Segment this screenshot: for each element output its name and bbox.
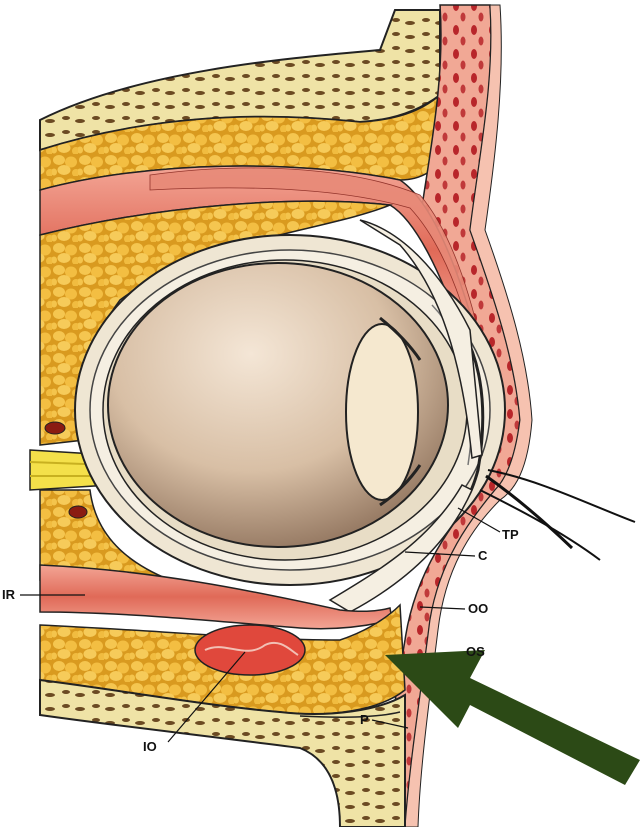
leader-line-c (404, 551, 476, 557)
label-tp: TP (502, 527, 519, 542)
periosteum (299, 711, 401, 718)
label-oo: OO (468, 601, 489, 616)
label-ir: IR (2, 587, 15, 602)
ciliary-body-upper (379, 316, 422, 361)
tarsal-plate-upper (359, 219, 483, 459)
label-c: C (478, 548, 488, 563)
label-os: OS (466, 644, 485, 659)
leader-line-p (371, 719, 409, 729)
tarsal-plate (328, 484, 473, 613)
label-p: P (360, 712, 369, 727)
lower-eyelash (479, 489, 601, 561)
leader-line-tp (457, 507, 501, 533)
upper-eyelash (487, 469, 636, 523)
vessel-spot (44, 421, 66, 435)
leader-line-oo (419, 606, 466, 610)
leader-line-io (167, 651, 246, 743)
lens (345, 323, 419, 501)
label-io: IO (143, 739, 157, 754)
ciliary-body-lower (379, 464, 422, 507)
green-arrow (385, 650, 640, 785)
vessel-spot-2 (68, 505, 88, 519)
